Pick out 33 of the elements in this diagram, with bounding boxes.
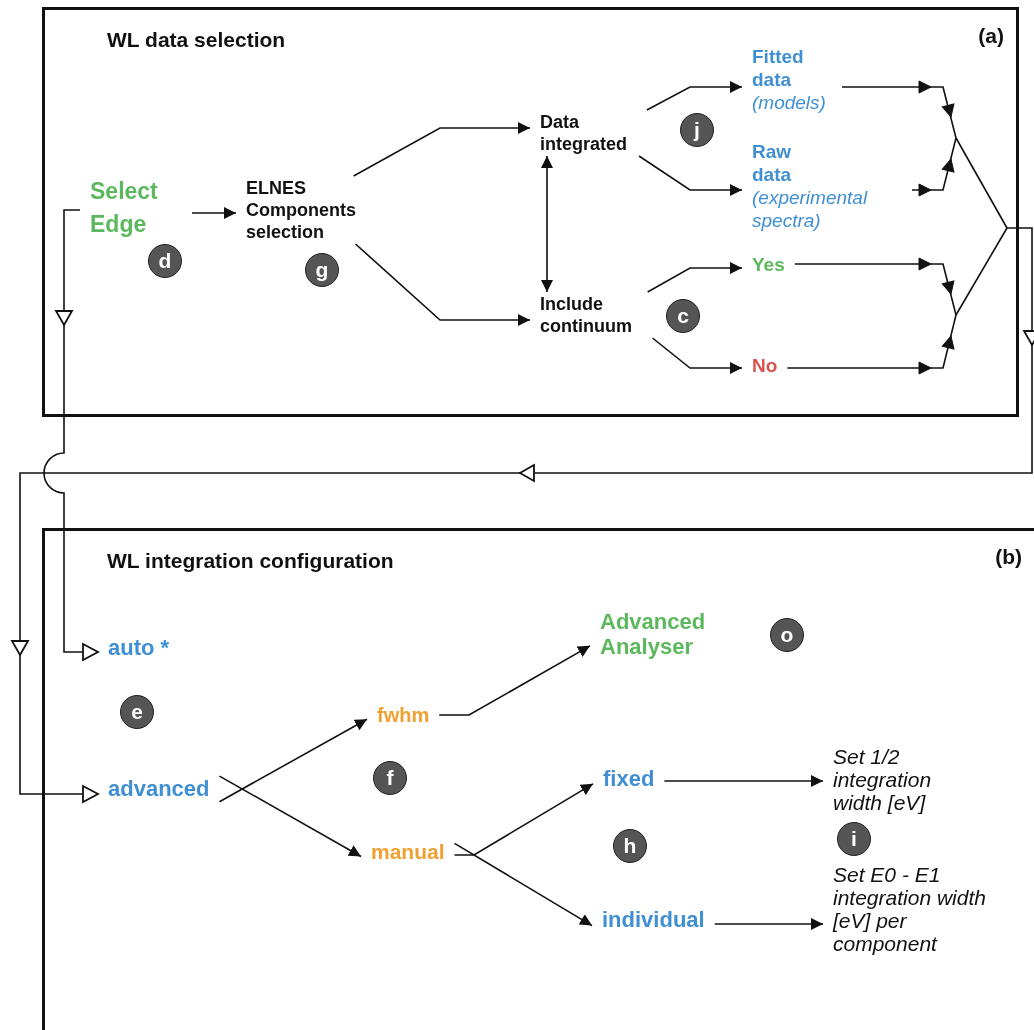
letter-marker: e: [120, 695, 154, 729]
option-label: Select Edge: [80, 174, 192, 242]
panel-title: WL data selection: [107, 28, 286, 52]
option-label: Data integrated: [530, 110, 670, 156]
option-label: No: [742, 353, 788, 378]
option-label: Raw data: [752, 140, 793, 186]
option-note: (experimental spectra): [752, 186, 869, 232]
letter-marker: c: [666, 299, 700, 333]
letter-marker: f: [373, 761, 407, 795]
letter-marker: i: [837, 822, 871, 856]
option-label: Set 1/2 integration width [eV]: [823, 744, 993, 815]
letter-marker: o: [770, 618, 804, 652]
option-label: individual: [592, 906, 715, 934]
option-label: auto *: [98, 634, 180, 662]
option-label: manual: [361, 838, 455, 865]
option-label: fixed: [593, 765, 665, 793]
option-label: Set E0 - E1 integration width [eV] per component: [823, 862, 1003, 956]
option-label: Yes: [742, 252, 795, 277]
panel-title: WL integration configuration: [107, 549, 394, 573]
letter-marker: d: [148, 244, 182, 278]
option-note: (models): [752, 91, 827, 114]
panel-tag: (a): [978, 24, 1004, 48]
option-label: Fitted data: [752, 45, 805, 91]
option-label: advanced: [98, 775, 220, 803]
letter-marker: g: [305, 253, 339, 287]
letter-marker: h: [613, 829, 647, 863]
option-label: Advanced Analyser: [590, 608, 760, 660]
panel-frame: [42, 528, 1034, 1030]
letter-marker: j: [680, 113, 714, 147]
panel-frame: [42, 7, 1019, 417]
panel-tag: (b): [995, 545, 1022, 569]
option-label: ELNES Components selection: [236, 176, 406, 244]
option-label: fwhm: [367, 702, 440, 728]
